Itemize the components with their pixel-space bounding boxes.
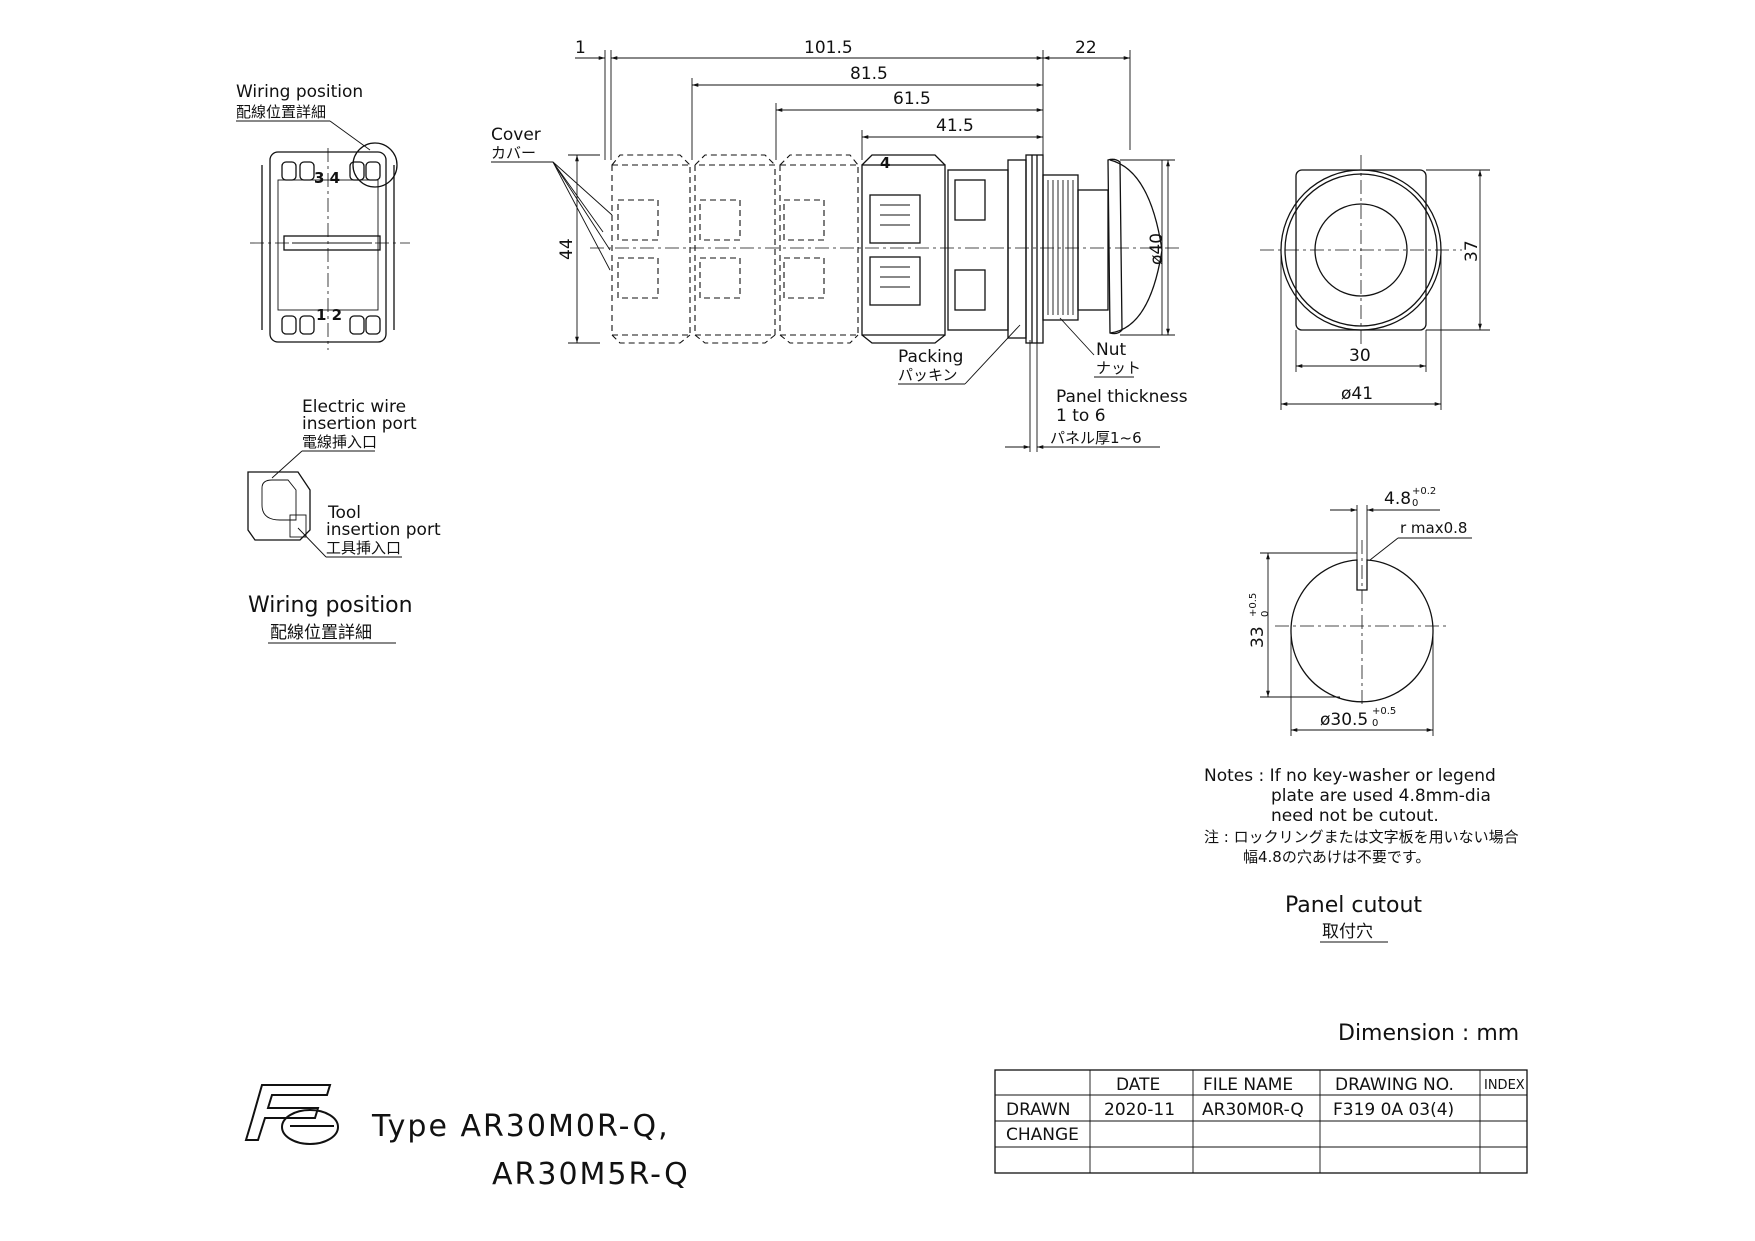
dim-37: 37 bbox=[1462, 240, 1482, 262]
dim-1: 1 bbox=[575, 38, 586, 58]
dim-22: 22 bbox=[1075, 38, 1097, 58]
type-line-1: Type AR30M0R-Q, bbox=[371, 1109, 670, 1144]
cover-label-jp: カバー bbox=[491, 144, 536, 162]
wiring-position-view: Wiring position 配線位置詳細 3 4 1 bbox=[236, 82, 410, 350]
front-view: 37 30 ø41 bbox=[1260, 155, 1490, 410]
wiring-body bbox=[250, 148, 410, 350]
radius-label: r max0.8 bbox=[1400, 519, 1467, 537]
dim-phi41: ø41 bbox=[1341, 384, 1373, 404]
contact-modules-dashed bbox=[611, 154, 859, 344]
notes-line-3: need not be cutout. bbox=[1271, 806, 1439, 826]
notes-line-4: 注 : ロックリングまたは文字板を用いない場合 bbox=[1204, 828, 1519, 846]
dim-61-5: 61.5 bbox=[893, 89, 931, 109]
panel-cutout: 4.8 +0.2 0 r max0.8 33 +0.5 0 ø30.5 +0.5… bbox=[1248, 486, 1472, 736]
terminal-1-2: 1 2 bbox=[316, 306, 342, 324]
terminal-4: 4 bbox=[880, 154, 890, 172]
title-block: DATE FILE NAME DRAWING NO. INDEX DRAWN 2… bbox=[994, 1069, 1528, 1174]
nut-label-jp: ナット bbox=[1096, 359, 1141, 377]
logo-text: Fe bbox=[0, 0, 2, 1]
nut bbox=[1042, 174, 1079, 321]
panel-cutout-caption-jp: 取付穴 bbox=[1322, 922, 1373, 942]
terminal-3-4: 3 4 bbox=[314, 169, 340, 187]
button-cap bbox=[1077, 158, 1163, 335]
notes-line-1: Notes : If no key-washer or legend bbox=[1204, 766, 1496, 786]
tool-port-label-2: insertion port bbox=[326, 520, 441, 540]
dim-cutout-dia: ø30.5 bbox=[1320, 710, 1368, 730]
dim-101-5: 101.5 bbox=[804, 38, 853, 58]
row-drawn-date: 2020-11 bbox=[1104, 1100, 1175, 1120]
dim-81-5: 81.5 bbox=[850, 64, 888, 84]
header-drawing-no: DRAWING NO. bbox=[1335, 1075, 1454, 1095]
row-change-label: CHANGE bbox=[1006, 1125, 1079, 1145]
packing-label-jp: パッキン bbox=[898, 366, 958, 384]
type-line-2: AR30M5R-Q bbox=[492, 1157, 690, 1192]
dim-cutout-33: 33 bbox=[1248, 626, 1268, 648]
panel-cutout-caption: Panel cutout bbox=[1285, 893, 1422, 918]
panel-thickness-label: Panel thickness bbox=[1056, 387, 1188, 407]
dim-cutout-width-tol0: 0 bbox=[1412, 498, 1418, 509]
nut-label: Nut bbox=[1096, 340, 1126, 360]
dim-cutout-33-tol: +0.5 bbox=[1248, 593, 1259, 617]
wiring-position-label-jp: 配線位置詳細 bbox=[236, 103, 326, 121]
wiring-caption: Wiring position bbox=[248, 593, 413, 618]
header-file-name: FILE NAME bbox=[1203, 1075, 1293, 1095]
panel-thickness-label-jp: パネル厚1~6 bbox=[1050, 429, 1142, 447]
wiring-position-label: Wiring position bbox=[236, 82, 363, 102]
tool-port-label-jp: 工具挿入口 bbox=[326, 539, 401, 557]
header-index: INDEX bbox=[1484, 1078, 1525, 1093]
dim-cutout-dia-tol: +0.5 bbox=[1372, 706, 1396, 717]
dim-30: 30 bbox=[1349, 346, 1371, 366]
dimension-unit: Dimension : mm bbox=[1338, 1021, 1519, 1046]
dim-44: 44 bbox=[557, 238, 577, 260]
dim-cutout-33-tol0: 0 bbox=[1260, 611, 1271, 617]
row-drawn-file: AR30M0R-Q bbox=[1202, 1100, 1304, 1120]
fe-logo: Fe bbox=[0, 0, 339, 1145]
dim-cutout-dia-tol0: 0 bbox=[1372, 718, 1378, 729]
notes-line-5: 幅4.8の穴あけは不要です。 bbox=[1243, 848, 1430, 866]
dim-cutout-width: 4.8 bbox=[1384, 489, 1411, 509]
header-date: DATE bbox=[1116, 1075, 1160, 1095]
electric-wire-label-2: insertion port bbox=[302, 414, 417, 434]
wire-insertion-detail: Electric wire insertion port 電線挿入口 Tool … bbox=[247, 397, 441, 644]
dim-41-5: 41.5 bbox=[936, 116, 974, 136]
side-view: 1 101.5 22 81.5 61.5 41.5 44 Cover カバー bbox=[491, 38, 1188, 452]
electric-wire-label: Electric wire bbox=[302, 397, 406, 417]
contact-module-solid bbox=[861, 154, 1044, 344]
cover-label: Cover bbox=[491, 125, 541, 145]
notes-line-2: plate are used 4.8mm-dia bbox=[1271, 786, 1491, 806]
panel-thickness-label-2: 1 to 6 bbox=[1056, 406, 1106, 426]
dim-phi40: ø40 bbox=[1147, 233, 1167, 265]
dim-cutout-width-tol: +0.2 bbox=[1412, 486, 1436, 497]
notes: Notes : If no key-washer or legend plate… bbox=[1204, 766, 1519, 866]
packing-label: Packing bbox=[898, 347, 963, 367]
wiring-caption-jp: 配線位置詳細 bbox=[270, 623, 372, 643]
electric-wire-label-jp: 電線挿入口 bbox=[302, 433, 377, 451]
tool-port-label: Tool bbox=[327, 503, 361, 523]
row-drawn-drawing-no: F319 0A 03(4) bbox=[1333, 1100, 1454, 1120]
row-drawn-label: DRAWN bbox=[1006, 1100, 1070, 1120]
